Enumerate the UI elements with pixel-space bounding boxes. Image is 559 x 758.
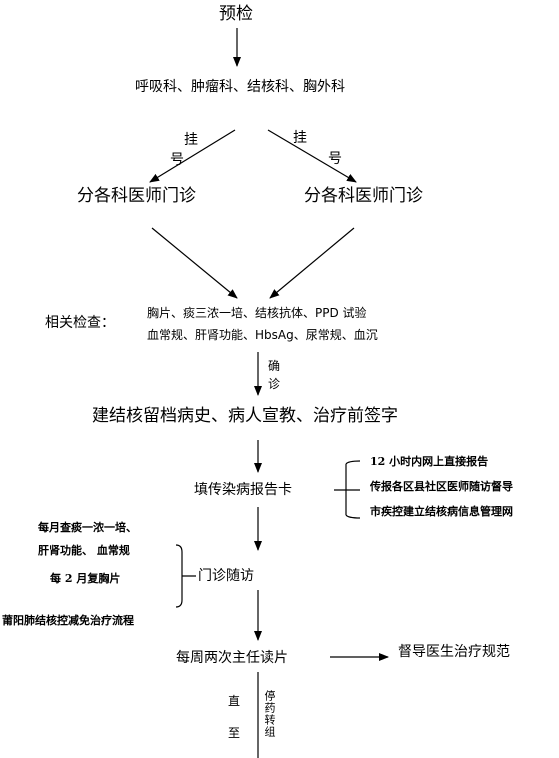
report-item-2: 传报各区县社区医师随访督导	[370, 480, 513, 493]
arrow-to-left-clinic	[149, 129, 236, 183]
until-char-1: 直	[228, 694, 241, 708]
exam-line-1: 胸片、痰三浓一培、结核抗体、PPD 试验	[147, 306, 367, 320]
exam-line-2: 血常规、肝肾功能、HbsAg、尿常规、血沉	[147, 328, 378, 342]
program-name: 莆阳肺结核控减免治疗流程	[2, 614, 134, 627]
exam-label: 相关检查：	[45, 315, 115, 331]
register-right-char-1: 挂	[293, 130, 307, 146]
arrow-right-clinic-to-exam	[269, 227, 355, 299]
supervise-step: 督导医生治疗规范	[398, 644, 510, 660]
weekly-read-step: 每周两次主任读片	[176, 650, 288, 666]
monthly-line-2: 肝肾功能、 血常规	[38, 544, 130, 557]
register-right-char-2: 号	[328, 151, 342, 167]
report-card-step: 填传染病报告卡	[194, 482, 292, 498]
archive-step: 建结核留档病史、病人宣教、治疗前签字	[92, 406, 398, 426]
confirm-char-2: 诊	[268, 377, 281, 391]
followup-bracket	[175, 544, 196, 608]
departments-label: 呼吸科、肿瘤科、结核科、胸外科	[135, 79, 345, 95]
clinic-left: 分各科医师门诊	[77, 186, 196, 206]
register-left-char-2: 号	[170, 152, 184, 168]
diagram-title: 预检	[219, 4, 253, 24]
clinic-right: 分各科医师门诊	[304, 186, 423, 206]
followup-step: 门诊随访	[198, 568, 254, 584]
report-item-3: 市疾控建立结核病信息管理网	[370, 505, 513, 518]
report-bracket	[334, 460, 361, 519]
monthly-line-1: 每月查痰一浓一培、	[38, 521, 137, 534]
report-item-1: 12 小时内网上直接报告	[370, 455, 489, 468]
register-left-char-1: 挂	[184, 132, 198, 148]
arrow-left-clinic-to-exam	[151, 227, 238, 299]
arrow-to-right-clinic	[267, 129, 357, 183]
until-char-2: 至	[228, 726, 241, 740]
monthly-line-3: 每 2 月复胸片	[50, 572, 121, 585]
stop-text: 停药转组	[263, 690, 276, 738]
confirm-char-1: 确	[268, 359, 281, 373]
